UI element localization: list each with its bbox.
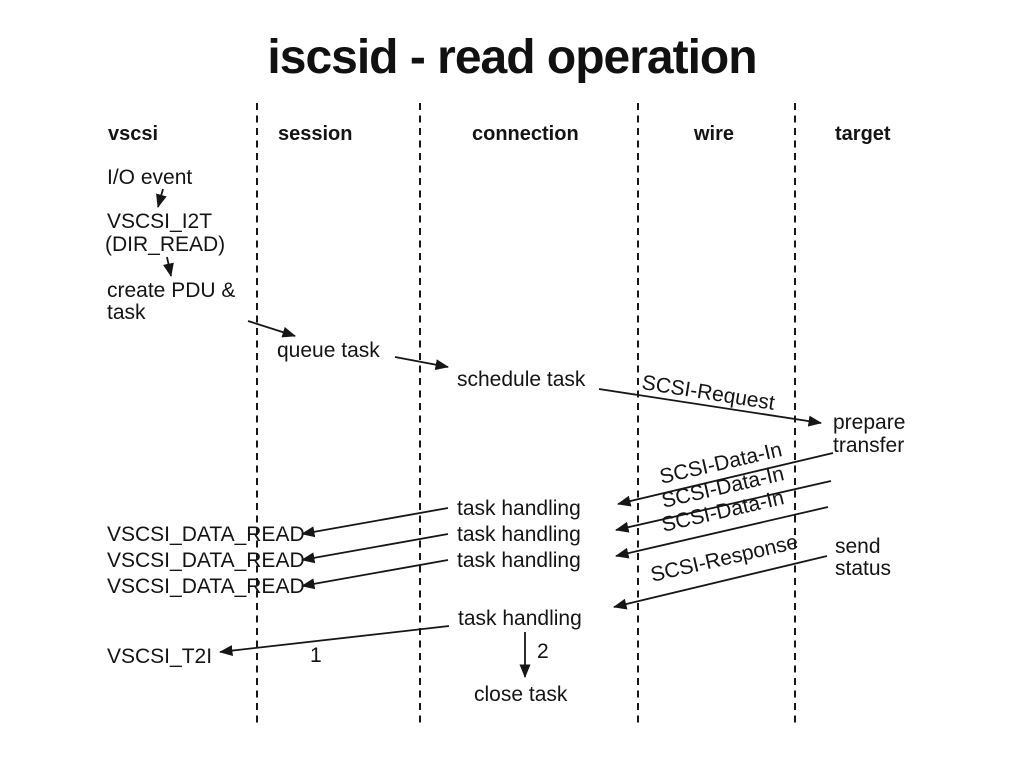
arrow-dirread-to-createpdu bbox=[163, 256, 174, 277]
arrow-task-handling-2-to-data-read bbox=[301, 533, 449, 564]
column-header-vscsi: vscsi bbox=[108, 123, 159, 145]
arrow-scsi-response bbox=[613, 555, 828, 610]
label-status: status bbox=[835, 557, 892, 580]
arrow-scsi-request bbox=[598, 388, 822, 427]
label-task-handling-1: task handling bbox=[457, 497, 581, 520]
column-header-wire: wire bbox=[694, 123, 735, 145]
label-vscsi-data-read-1: VSCSI_DATA_READ bbox=[107, 523, 305, 546]
column-header-target: target bbox=[835, 123, 891, 145]
column-header-session: session bbox=[278, 123, 353, 145]
label-task-handling-3: task handling bbox=[457, 549, 581, 572]
arrow-task-handling-3-to-data-read bbox=[301, 559, 449, 590]
arrow-create-to-queue-task bbox=[247, 320, 296, 338]
label-queue-task: queue task bbox=[277, 339, 380, 362]
arrow-scsi-data-in-3 bbox=[615, 506, 829, 559]
label-dir-read: (DIR_READ) bbox=[105, 233, 226, 256]
label-step-2: 2 bbox=[537, 640, 549, 663]
label-create-task: task bbox=[107, 301, 146, 324]
label-step-1: 1 bbox=[310, 644, 322, 667]
label-create-pdu: create PDU & bbox=[107, 279, 236, 302]
label-task-handling-2: task handling bbox=[457, 523, 581, 546]
label-transfer: transfer bbox=[833, 434, 905, 457]
label-task-handling-4: task handling bbox=[458, 607, 582, 630]
label-schedule-task: schedule task bbox=[457, 368, 586, 391]
arrow-scsi-data-in-2 bbox=[615, 480, 832, 533]
label-prepare: prepare bbox=[833, 411, 906, 434]
arrow-task-handling-to-t2i bbox=[219, 625, 450, 657]
column-header-connection: connection bbox=[472, 123, 579, 145]
label-close-task: close task bbox=[474, 683, 568, 706]
arrow-scsi-data-in-1 bbox=[617, 452, 834, 507]
arrow-io-event-to-i2t bbox=[156, 188, 167, 208]
label-io-event: I/O event bbox=[107, 166, 193, 189]
label-send: send bbox=[835, 535, 881, 558]
label-vscsi-data-read-2: VSCSI_DATA_READ bbox=[107, 549, 305, 572]
arrow-queue-to-schedule bbox=[394, 356, 449, 371]
slide-title: iscsid - read operation bbox=[267, 31, 757, 84]
label-vscsi-t2i: VSCSI_T2I bbox=[107, 645, 213, 668]
label-vscsi-data-read-3: VSCSI_DATA_READ bbox=[107, 575, 305, 598]
label-vscsi-i2t: VSCSI_I2T bbox=[107, 210, 213, 233]
arrow-task-handling-1-to-data-read bbox=[301, 507, 449, 538]
